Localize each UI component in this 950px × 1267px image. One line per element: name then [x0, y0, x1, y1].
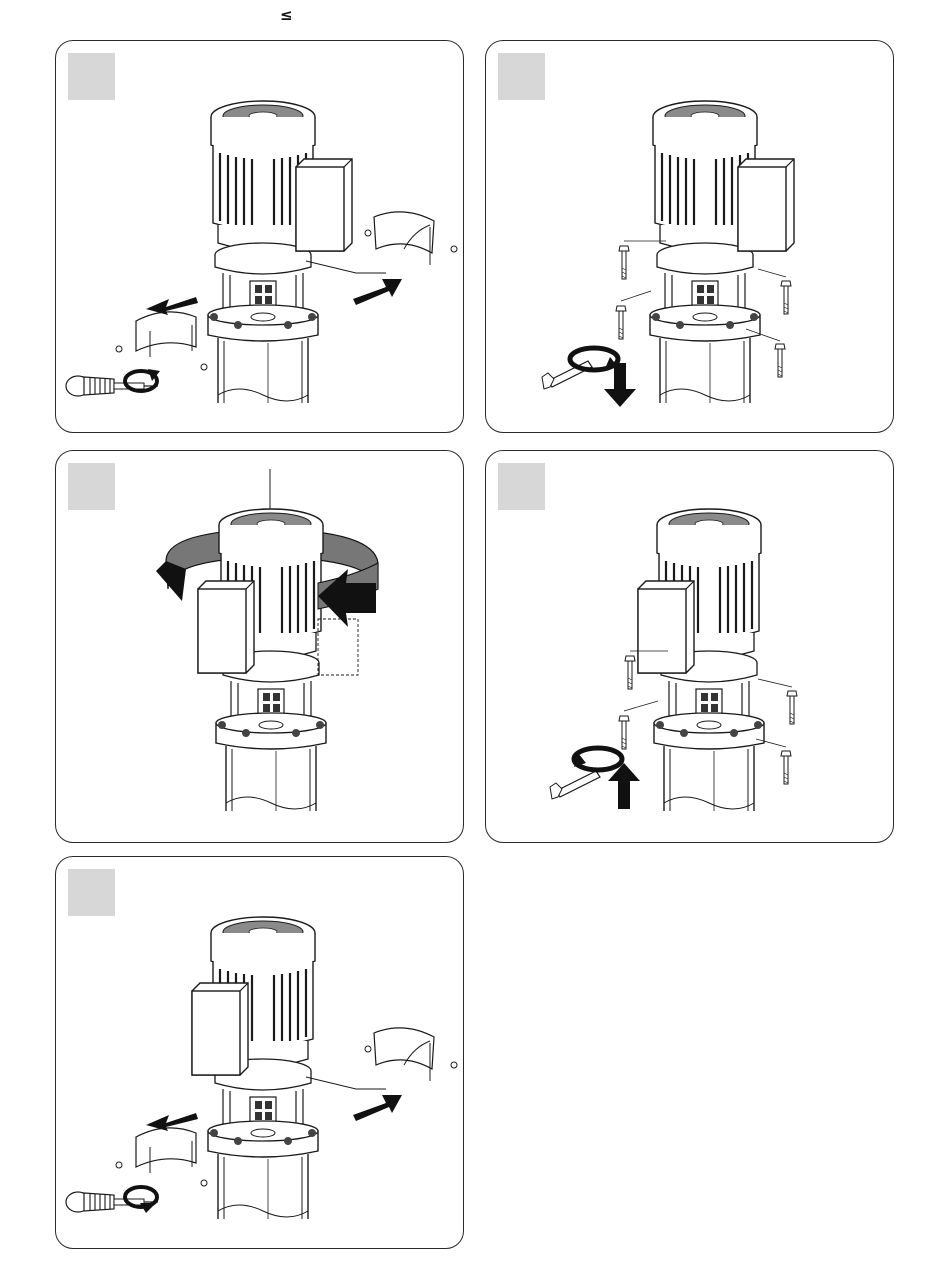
step-1-illustration: [56, 41, 464, 433]
rotation-arrow-icon: [570, 348, 618, 371]
rotation-arrow-icon: [318, 563, 378, 627]
coupling-guard-right-icon: [374, 212, 434, 265]
rotation-arrow-icon: [574, 748, 622, 770]
step-panel-4: [485, 450, 894, 843]
step-5-illustration: [56, 857, 464, 1249]
header-symbol: ≤: [280, 6, 293, 24]
wrench-icon: [542, 361, 592, 389]
step-3-illustration: [56, 451, 464, 843]
terminal-box-icon: [296, 159, 352, 251]
coupling-guard-left-icon: [136, 1128, 196, 1173]
step-panel-3: [55, 450, 464, 843]
wrench-icon: [550, 771, 600, 799]
coupling-guard-right-icon: [374, 1028, 434, 1081]
terminal-box-icon: [638, 581, 694, 673]
step-panel-1: [55, 40, 464, 433]
terminal-box-icon: [738, 159, 794, 251]
terminal-box-icon: [198, 581, 254, 673]
coupling-guard-left-icon: [136, 312, 196, 357]
step-4-illustration: [486, 451, 894, 843]
step-2-illustration: [486, 41, 894, 433]
terminal-box-icon: [192, 983, 248, 1075]
screwdriver-icon: [66, 376, 158, 396]
step-panel-2: [485, 40, 894, 433]
step-panel-5: [55, 856, 464, 1249]
